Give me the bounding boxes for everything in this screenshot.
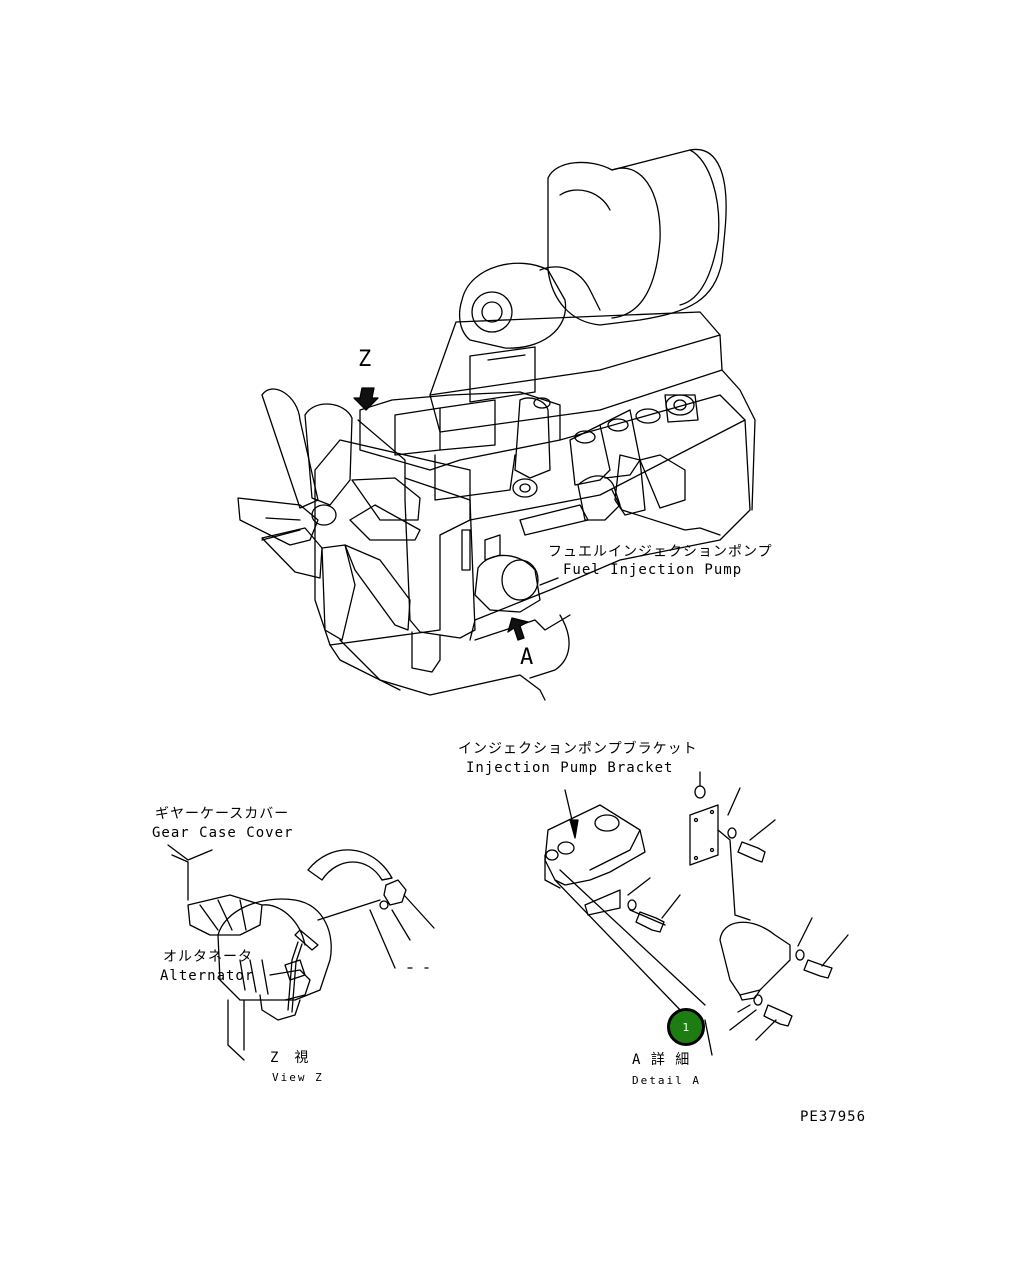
view-z-arrow — [353, 387, 379, 411]
part-callout-hotspot[interactable]: 1 — [667, 1008, 705, 1046]
detail-a-label-en: Detail A — [632, 1074, 701, 1087]
gear-case-cover-label-jp: ギヤーケースカバー — [155, 806, 290, 822]
gear-case-cover-label-en: Gear Case Cover — [152, 825, 294, 841]
view-z-label-jp: Z 視 — [270, 1050, 310, 1066]
detail-a-arrow — [507, 617, 529, 641]
detail-a-label-jp: A 詳 細 — [632, 1052, 691, 1068]
bolts-and-washers — [627, 785, 833, 1027]
injection-pump-bracket-label-jp: インジェクションポンプブラケット — [458, 741, 698, 757]
view-z-drawing — [167, 844, 435, 1061]
view-z-label-en: View Z — [272, 1071, 324, 1084]
alternator-label-jp: オルタネータ — [163, 949, 253, 965]
detail-a-drawing — [544, 771, 849, 1056]
fuel-injection-pump-label-en: Fuel Injection Pump — [563, 562, 743, 578]
arrow-z-label: Z — [358, 347, 372, 372]
arrow-a-label: A — [520, 645, 534, 670]
alternator-label-en: Alternator — [160, 968, 255, 984]
part-callout-number: 1 — [682, 1020, 690, 1034]
fuel-filters — [512, 394, 699, 516]
injection-pump-bracket-label-en: Injection Pump Bracket — [466, 760, 674, 776]
drawing-number: PE37956 — [800, 1109, 867, 1125]
engine-assembly — [237, 148, 756, 701]
cooling-fan — [237, 388, 421, 641]
fuel-injection-pump-label-jp: フュエルインジェクションポンプ — [548, 544, 773, 560]
